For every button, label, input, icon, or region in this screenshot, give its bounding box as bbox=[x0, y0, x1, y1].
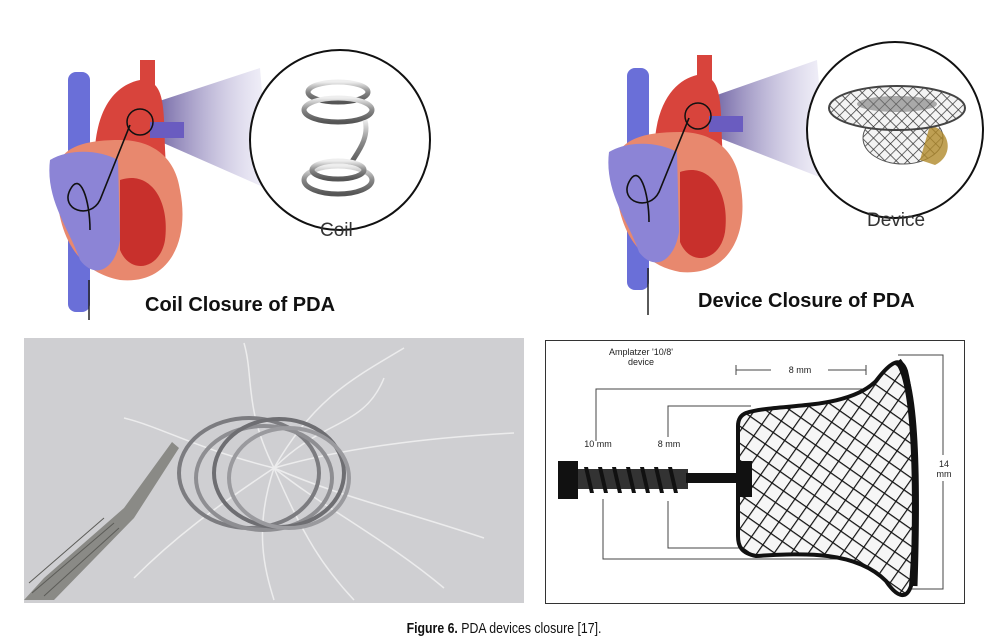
device-closure-title: Device Closure of PDA bbox=[698, 290, 915, 312]
left-ventricle bbox=[120, 178, 166, 267]
figure-caption-text: PDA devices closure [17]. bbox=[457, 620, 602, 637]
dimension-lines bbox=[595, 354, 944, 590]
ductus-highlight bbox=[126, 108, 154, 136]
figure-caption-label: Figure 6. bbox=[406, 620, 458, 637]
amplatzer-drawing bbox=[558, 354, 944, 597]
magnify-cone bbox=[697, 60, 827, 180]
catheter-loop bbox=[626, 117, 690, 223]
coil-closure-title: Coil Closure of PDA bbox=[145, 294, 336, 316]
coil-spring bbox=[301, 79, 375, 197]
flange-dimension-value: 14 bbox=[938, 459, 949, 469]
retention-flange bbox=[895, 358, 919, 587]
coil-closure-illustration: Coil Coil Closure of PDA bbox=[20, 30, 440, 330]
magnifier-circle bbox=[249, 49, 431, 231]
device-name-label: Amplatzer '10/8' device bbox=[586, 347, 696, 367]
catheter-braid bbox=[28, 517, 120, 597]
device-name-line1: Amplatzer '10/8' bbox=[609, 347, 673, 357]
flange-dimension-unit: mm bbox=[936, 469, 952, 479]
ductus-highlight bbox=[684, 102, 712, 130]
coil-inset-label: Coil bbox=[320, 220, 353, 241]
device-inset-label: Device bbox=[867, 210, 926, 231]
pulmonary-artery bbox=[709, 116, 743, 132]
delivery-hub bbox=[558, 461, 578, 499]
fibers bbox=[123, 342, 515, 601]
flange-dimension-label: 14 mm bbox=[930, 459, 958, 479]
amplatzer-device-diagram: Amplatzer '10/8' device 8 mm 10 mm 8 mm … bbox=[545, 340, 965, 604]
aortic-disc-dimension-label: 10 mm bbox=[584, 439, 612, 449]
figure-caption: Figure 6. PDA devices closure [17]. bbox=[91, 620, 918, 637]
delivery-catheter bbox=[24, 442, 179, 600]
amplatzer-device-render bbox=[828, 85, 966, 165]
catheter-loop bbox=[67, 124, 131, 231]
pulmonary-artery bbox=[150, 122, 184, 138]
length-dimension-label: 8 mm bbox=[788, 365, 812, 375]
screw-threads bbox=[578, 467, 746, 493]
pulmonary-end-dimension-label: 8 mm bbox=[657, 439, 681, 449]
left-ventricle bbox=[680, 170, 726, 259]
device-name-line2: device bbox=[627, 357, 654, 367]
end-screw bbox=[738, 461, 752, 497]
device-mesh-body bbox=[736, 360, 917, 597]
device-heart-drawing bbox=[608, 41, 984, 315]
coil-thrombosis-photo bbox=[24, 338, 524, 603]
coil-heart-drawing bbox=[49, 49, 431, 320]
device-closure-illustration: Device Device Closure of PDA bbox=[585, 30, 995, 330]
coil-photo-drawing bbox=[24, 342, 515, 601]
magnify-cone bbox=[138, 68, 270, 190]
coil-rings bbox=[177, 416, 351, 532]
